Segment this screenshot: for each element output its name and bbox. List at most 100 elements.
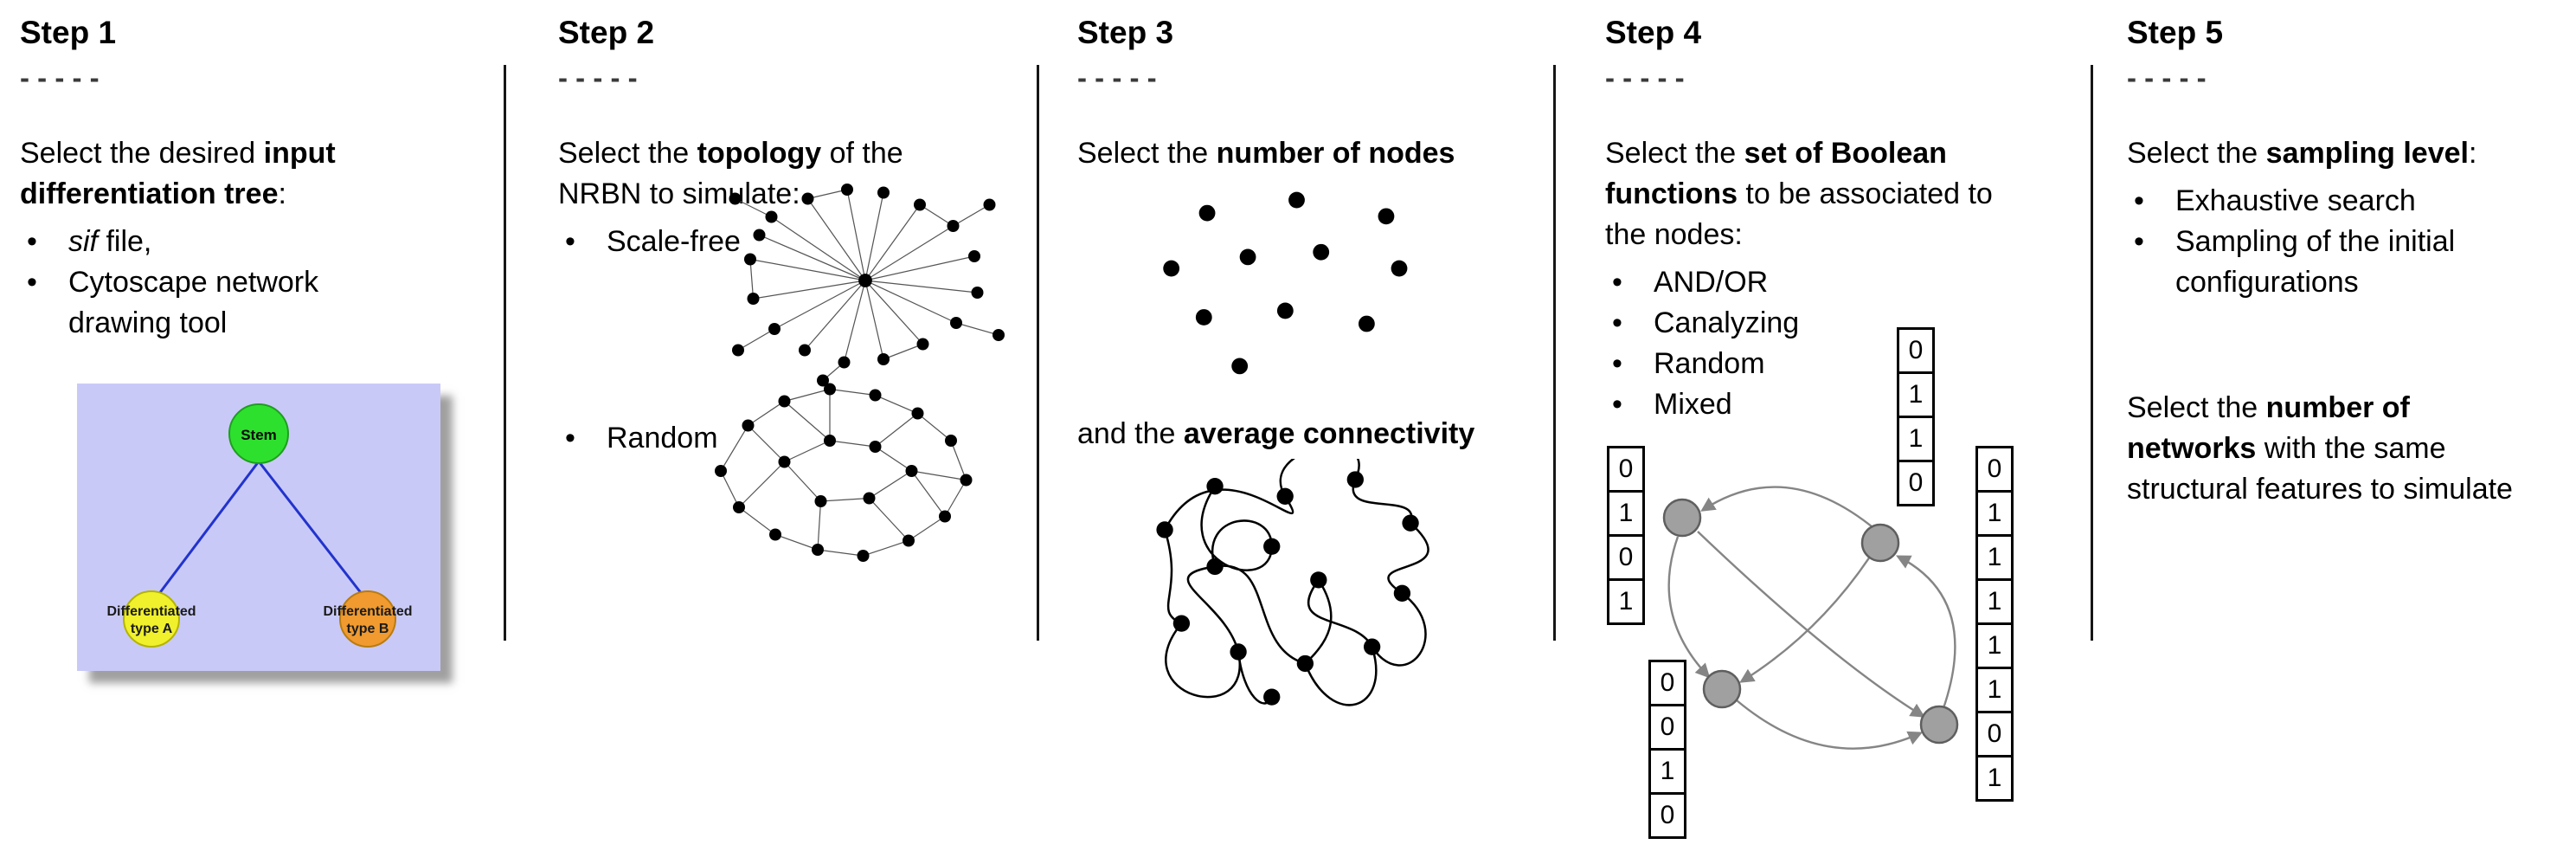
bullet-icon: • xyxy=(1612,265,1622,299)
boolean-cell: 0 xyxy=(1975,711,2014,758)
step-4-options: • AND/OR • Canalyzing • Random • Mixed xyxy=(1605,262,2085,425)
stem-label: Stem xyxy=(241,427,277,443)
step-4-panel: Step 4 - - - - - Select the set of Boole… xyxy=(1605,0,2085,851)
bullet-icon: • xyxy=(1612,346,1622,380)
list-item: • Exhaustive search xyxy=(2127,181,2573,222)
type-b-node xyxy=(339,590,396,648)
step-3-instruction: Select the number of nodes xyxy=(1077,136,1455,170)
boolean-cell: 0 xyxy=(1607,534,1645,581)
boolean-network-arrows xyxy=(1667,486,1956,750)
step-4-instruction: Select the set of Boolean functions to b… xyxy=(1605,136,1993,251)
step-1-options: • sif file, • Cytoscape network drawing … xyxy=(20,222,500,344)
list-item: • Scale-free xyxy=(558,222,1030,262)
network-node xyxy=(1662,498,1702,538)
type-b-label-line2: type B xyxy=(347,622,389,636)
boolean-cell: 1 xyxy=(1897,371,1935,418)
step-3-title: Step 3 xyxy=(1077,15,1174,50)
boolean-cell: 1 xyxy=(1975,534,2014,581)
option-label: AND/OR xyxy=(1654,265,1769,299)
random-nodes xyxy=(715,383,973,562)
scatter-dots xyxy=(1163,191,1408,375)
option-label: Exhaustive search xyxy=(2175,184,2416,217)
type-b-label-line1: Differentiated xyxy=(323,604,412,619)
step-2-title: Step 2 xyxy=(558,15,655,50)
step-3-panel: Step 3 - - - - - Select the number of no… xyxy=(1077,0,1549,851)
bullet-icon: • xyxy=(565,421,575,455)
boolean-cell: 0 xyxy=(1607,446,1645,493)
list-item: • Random xyxy=(558,418,1030,459)
bullet-icon: • xyxy=(1612,306,1622,339)
boolean-network-graphic xyxy=(1662,486,1959,750)
step-4-title: Step 4 xyxy=(1605,15,1702,50)
boolean-cell: 1 xyxy=(1975,490,2014,537)
option-label: sif file, xyxy=(68,224,152,258)
list-item: • Sampling of the initial configurations xyxy=(2127,222,2573,303)
scale-free-network-graphic xyxy=(729,184,1005,387)
step-5-title: Step 5 xyxy=(2127,15,2224,50)
network-node xyxy=(1702,669,1742,709)
differentiation-tree-figure: Stem Differentiated type A Differentiate… xyxy=(77,383,440,671)
scale-free-edges xyxy=(735,189,999,381)
step-1-instruction: Select the desired input differentiation… xyxy=(20,136,336,210)
boolean-cell: 1 xyxy=(1607,578,1645,625)
step-2-instruction: Select the topology of the NRBN to simul… xyxy=(558,136,903,210)
step-1-panel: Step 1 - - - - - Select the desired inpu… xyxy=(20,0,500,851)
list-item: • AND/OR xyxy=(1605,262,2085,303)
option-label: Random xyxy=(607,421,718,455)
dashed-separator: - - - - - xyxy=(1077,61,1157,94)
boolean-cell: 1 xyxy=(1607,490,1645,537)
boolean-cell: 0 xyxy=(1975,446,2014,493)
type-a-label-line2: type A xyxy=(131,622,173,636)
column-divider xyxy=(1553,65,1556,641)
boolean-cell: 0 xyxy=(1648,704,1686,751)
nodes-scatter-graphic xyxy=(1163,191,1408,375)
option-label: Sampling of the initial configurations xyxy=(2175,224,2456,299)
boolean-cell: 0 xyxy=(1648,660,1686,706)
step-5-instruction: Select the sampling level: xyxy=(2127,136,2477,170)
list-item: • sif file, xyxy=(20,222,500,262)
network-node xyxy=(1860,523,1900,563)
boolean-cell: 0 xyxy=(1897,460,1935,506)
option-label: Mixed xyxy=(1654,387,1732,421)
bullet-icon: • xyxy=(2134,224,2144,258)
step-5-instruction-2: Select the number of networks with the s… xyxy=(2127,391,2513,506)
column-divider xyxy=(504,65,506,641)
connectivity-network-graphic xyxy=(1156,459,1429,706)
dashed-separator: - - - - - xyxy=(2127,61,2207,94)
connectivity-edges xyxy=(1163,459,1429,706)
boolean-network-nodes xyxy=(1662,498,1959,745)
connectivity-nodes xyxy=(1156,471,1419,706)
differentiation-tree-graphic: Stem Differentiated type A Differentiate… xyxy=(77,383,440,671)
bullet-icon: • xyxy=(1612,387,1622,421)
list-item: • Random xyxy=(1605,344,2085,384)
option-label: Canalyzing xyxy=(1654,306,1800,339)
column-divider xyxy=(1037,65,1039,641)
step-2-panel: Step 2 - - - - - Select the topology of … xyxy=(558,0,1030,851)
boolean-cell: 1 xyxy=(1975,578,2014,625)
boolean-cell: 1 xyxy=(1975,622,2014,669)
option-label: Cytoscape network drawing tool xyxy=(68,265,319,339)
boolean-cell: 0 xyxy=(1648,792,1686,839)
list-item: • Canalyzing xyxy=(1605,303,2085,344)
scale-free-nodes xyxy=(729,184,1005,387)
dashed-separator: - - - - - xyxy=(1605,61,1685,94)
step-3-instruction-2: and the average connectivity xyxy=(1077,417,1475,450)
step-2-options: • Scale-free • Random xyxy=(558,222,1030,459)
dashed-separator: - - - - - xyxy=(20,61,100,94)
random-edges xyxy=(720,388,967,557)
bullet-icon: • xyxy=(2134,184,2144,217)
type-a-node xyxy=(123,590,180,648)
tree-edge xyxy=(151,461,260,603)
bullet-icon: • xyxy=(27,224,37,258)
column-divider xyxy=(2091,65,2093,641)
boolean-cell: 0 xyxy=(1897,327,1935,374)
bullet-icon: • xyxy=(565,224,575,258)
network-node xyxy=(1919,705,1959,745)
step-5-options: • Exhaustive search • Sampling of the in… xyxy=(2127,181,2573,303)
bullet-icon: • xyxy=(27,265,37,299)
